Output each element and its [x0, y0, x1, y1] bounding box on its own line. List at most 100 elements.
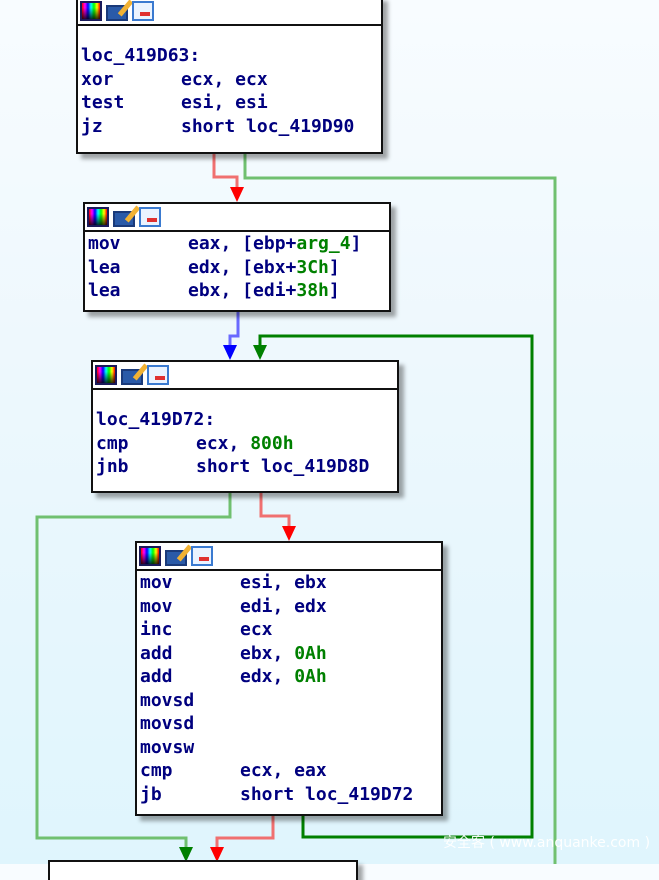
- edge-b1-to-exit: [243, 153, 557, 864]
- operand-constant: 800h: [250, 432, 294, 454]
- arrow-b3-to-exit: [179, 847, 193, 862]
- operand: short loc_419D90: [181, 115, 355, 137]
- block-header: [137, 543, 441, 571]
- color-palette-icon[interactable]: [139, 546, 161, 566]
- block-header: [78, 0, 381, 26]
- mnemonic: test: [81, 92, 125, 113]
- code-block-next[interactable]: [48, 860, 358, 880]
- operand: esi, esi: [181, 92, 268, 113]
- mnemonic: xor: [81, 68, 114, 90]
- operand: ecx: [240, 619, 273, 640]
- mnemonic: add: [140, 666, 173, 687]
- mnemonic: movsd: [140, 713, 195, 734]
- graph-icon[interactable]: [191, 546, 213, 566]
- arrow-loop-back: [253, 345, 267, 360]
- instruction-line[interactable]: mov eax, [ebp+arg_4]: [88, 232, 389, 256]
- instruction-line[interactable]: movsw: [140, 736, 441, 760]
- color-palette-icon[interactable]: [80, 1, 102, 21]
- location-label[interactable]: loc_419D72:: [96, 409, 216, 430]
- instruction-line[interactable]: mov esi, ebx: [140, 571, 441, 595]
- mnemonic: movsw: [140, 736, 195, 758]
- instruction-line[interactable]: mov edi, edx: [140, 595, 441, 619]
- mnemonic: mov: [88, 233, 121, 254]
- color-palette-icon[interactable]: [95, 365, 117, 385]
- operand: edx,: [240, 666, 295, 687]
- mnemonic: inc: [140, 619, 173, 640]
- edit-icon[interactable]: [121, 369, 143, 385]
- arrow-b1-to-b2: [230, 187, 244, 202]
- operand: ]: [328, 280, 340, 301]
- instruction-line[interactable]: add ebx, 0Ah: [140, 642, 441, 666]
- operand: ebx, [edi+: [188, 280, 297, 301]
- mnemonic: cmp: [96, 432, 129, 454]
- operand: short loc_419D8D: [196, 456, 370, 477]
- operand: ]: [328, 256, 340, 278]
- arrow-b3-to-b4: [282, 526, 296, 541]
- mnemonic: movsd: [140, 689, 195, 711]
- mnemonic: lea: [88, 256, 121, 278]
- edge-b3-to-b4: [259, 492, 291, 531]
- instruction-line[interactable]: test esi, esi: [81, 91, 381, 115]
- operand-constant: 0Ah: [294, 666, 327, 687]
- operand: ecx, eax: [240, 760, 327, 781]
- edit-icon[interactable]: [165, 550, 187, 566]
- edit-icon[interactable]: [106, 5, 128, 21]
- edge-b2-to-b3: [228, 311, 240, 350]
- operand: edi, edx: [240, 595, 327, 617]
- mnemonic: jnb: [96, 456, 129, 477]
- instruction-line[interactable]: cmp ecx, eax: [140, 759, 441, 783]
- edit-icon[interactable]: [113, 211, 135, 227]
- arrow-b4-to-next: [210, 847, 224, 862]
- code-block-2[interactable]: mov eax, [ebp+arg_4] lea edx, [ebx+3Ch] lea e…: [83, 202, 391, 312]
- instruction-line[interactable]: add edx, 0Ah: [140, 665, 441, 689]
- edge-b1-to-b2: [212, 153, 239, 192]
- operand: ebx,: [240, 642, 295, 664]
- operand-constant: arg_4: [296, 233, 351, 254]
- mnemonic: mov: [140, 595, 173, 617]
- mnemonic: add: [140, 642, 173, 664]
- operand: eax, [ebp+: [188, 233, 297, 254]
- instruction-line[interactable]: movsd: [140, 712, 441, 736]
- operand-constant: 38h: [296, 280, 329, 301]
- mnemonic: jb: [140, 783, 162, 805]
- operand: esi, ebx: [240, 572, 327, 593]
- instruction-line[interactable]: xor ecx, ecx: [81, 68, 381, 92]
- instruction-list: mov eax, [ebp+arg_4] lea edx, [ebx+3Ch] lea e…: [85, 232, 389, 303]
- instruction-line[interactable]: jb short loc_419D72: [140, 783, 441, 807]
- graph-icon[interactable]: [139, 207, 161, 227]
- mnemonic: cmp: [140, 760, 173, 781]
- instruction-line[interactable]: inc ecx: [140, 618, 441, 642]
- edge-loop-back: [258, 334, 534, 839]
- graph-icon[interactable]: [132, 1, 154, 21]
- operand: ]: [350, 233, 362, 254]
- block-header: [93, 362, 397, 390]
- mnemonic: lea: [88, 280, 121, 301]
- operand-constant: 3Ch: [296, 256, 329, 278]
- block-header: [85, 204, 389, 232]
- color-palette-icon[interactable]: [87, 207, 109, 227]
- instruction-line[interactable]: lea ebx, [edi+38h]: [88, 279, 389, 303]
- operand-constant: 0Ah: [294, 642, 327, 664]
- graph-icon[interactable]: [147, 365, 169, 385]
- watermark: 安全客 ( www.anquanke.com ): [443, 835, 651, 851]
- instruction-line[interactable]: movsd: [140, 689, 441, 713]
- location-label[interactable]: loc_419D63:: [81, 45, 201, 66]
- mnemonic: mov: [140, 572, 173, 593]
- instruction-line[interactable]: jnb short loc_419D8D: [96, 455, 397, 479]
- operand: ecx, ecx: [181, 68, 268, 90]
- edge-b3-to-exit: [35, 492, 232, 852]
- arrow-b2-to-b3: [223, 345, 237, 360]
- operand: edx, [ebx+: [188, 256, 297, 278]
- operand: short loc_419D72: [240, 783, 414, 805]
- edge-b4-to-next: [215, 815, 275, 852]
- instruction-line[interactable]: lea edx, [ebx+3Ch]: [88, 256, 389, 280]
